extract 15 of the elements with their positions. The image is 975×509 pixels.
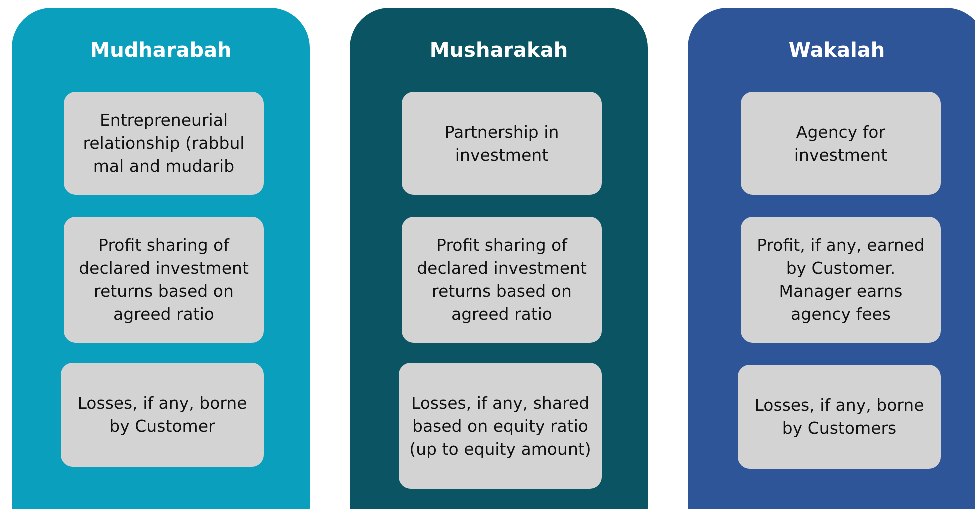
text-card: Losses, if any, borne by Customers <box>738 365 941 469</box>
text-card: Agency for investment <box>741 92 941 195</box>
text-card: Losses, if any, shared based on equity ratio (up to equity amount) <box>399 363 602 489</box>
text-card: Profit, if any, earned by Customer. Manager earns agency fees <box>741 217 941 343</box>
column-panel <box>350 8 648 509</box>
column-panel <box>688 8 975 509</box>
column-title: Mudharabah <box>89 38 233 62</box>
column-panel <box>12 8 310 509</box>
column-title: Wakalah <box>788 38 886 62</box>
text-card: Profit sharing of declared investment returns based on agreed ratio <box>402 217 602 343</box>
column-title: Musharakah <box>428 38 570 62</box>
text-card: Losses, if any, borne by Customer <box>61 363 264 467</box>
text-card: Profit sharing of declared investment returns based on agreed ratio <box>64 217 264 343</box>
text-card: Partnership in investment <box>402 92 602 195</box>
text-card: Entrepreneurial relationship (rabbul mal and mudarib <box>64 92 264 195</box>
